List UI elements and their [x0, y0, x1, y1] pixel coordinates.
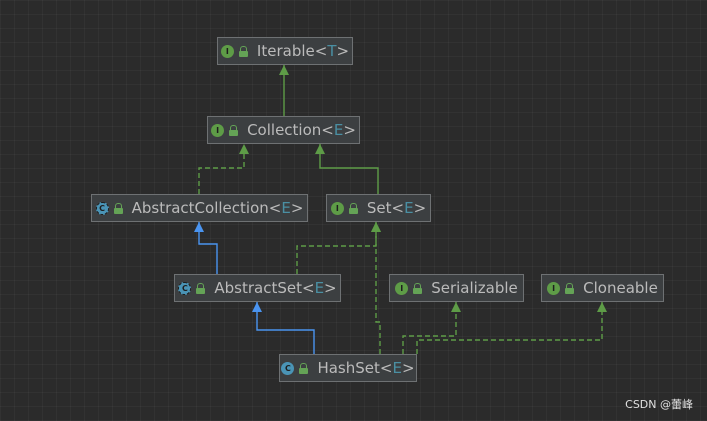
class-name: AbstractCollection [131, 199, 269, 217]
node-label: Serializable [431, 279, 518, 297]
class-name: Serializable [431, 279, 518, 297]
interface-icon: I [211, 123, 225, 137]
node-hashset[interactable]: C HashSet<E> [279, 354, 417, 382]
class-name: HashSet [317, 359, 380, 377]
node-label: Collection<E> [247, 121, 356, 139]
node-label: AbstractSet<E> [214, 279, 337, 297]
interface-icon: I [330, 201, 344, 215]
edge-abstract-collection-to-collection [198, 144, 245, 194]
interface-icon: I [547, 281, 561, 295]
node-label: Set<E> [366, 199, 427, 217]
type-parameter: E [392, 359, 402, 377]
node-cloneable[interactable]: I Cloneable [541, 274, 664, 302]
edge-hashset-to-cloneable [416, 302, 603, 354]
edge-abstract-set-to-set [296, 222, 377, 274]
public-lock-icon [299, 362, 309, 374]
class-name: Cloneable [583, 279, 658, 297]
edge-set-to-collection [319, 144, 379, 194]
arrowhead-abstract-set-to-abstract-collection [194, 222, 204, 232]
node-label: Iterable<T> [256, 42, 350, 60]
public-lock-icon [413, 282, 423, 294]
class-name: Set [366, 199, 392, 217]
node-iterable[interactable]: I Iterable<T> [217, 37, 353, 65]
public-lock-icon [348, 202, 358, 214]
type-parameter: E [333, 121, 344, 139]
arrowhead-hashset-to-abstract-set [252, 302, 262, 312]
node-label: HashSet<E> [317, 359, 415, 377]
class-name: AbstractSet [214, 279, 302, 297]
node-collection[interactable]: I Collection<E> [207, 116, 360, 144]
arrowhead-set-to-collection [315, 144, 325, 154]
public-lock-icon [229, 124, 239, 136]
node-abstract-set[interactable]: C AbstractSet<E> [174, 274, 341, 302]
arrowhead-collection-to-iterable [279, 65, 289, 75]
interface-icon: I [220, 44, 234, 58]
class-name: Iterable [256, 42, 315, 60]
watermark: CSDN @蕾峰 [625, 398, 693, 411]
arrowhead-abstract-collection-to-collection [239, 144, 249, 154]
node-abstract-collection[interactable]: C AbstractCollection<E> [91, 194, 308, 222]
public-lock-icon [196, 282, 206, 294]
type-parameter: E [404, 199, 414, 217]
public-lock-icon [238, 45, 248, 57]
node-label: Cloneable [583, 279, 658, 297]
type-parameter: E [314, 279, 325, 297]
edge-hashset-to-serializable [402, 302, 457, 354]
edge-hashset-to-abstract-set [256, 302, 315, 354]
type-parameter: E [281, 199, 291, 217]
arrowhead-hashset-to-set [371, 222, 381, 232]
class-icon: C [281, 361, 295, 375]
node-label: AbstractCollection<E> [131, 199, 304, 217]
node-set[interactable]: I Set<E> [326, 194, 431, 222]
abstract-class-icon: C [95, 201, 109, 215]
abstract-class-icon: C [178, 281, 192, 295]
node-serializable[interactable]: I Serializable [389, 274, 524, 302]
edge-hashset-to-set [375, 222, 381, 354]
class-name: Collection [247, 121, 322, 139]
arrowhead-hashset-to-serializable [451, 302, 461, 312]
type-parameter: T [327, 42, 337, 60]
public-lock-icon [113, 202, 123, 214]
edge-abstract-set-to-abstract-collection [198, 222, 218, 274]
interface-icon: I [395, 281, 409, 295]
public-lock-icon [565, 282, 575, 294]
arrowhead-hashset-to-cloneable [597, 302, 607, 312]
